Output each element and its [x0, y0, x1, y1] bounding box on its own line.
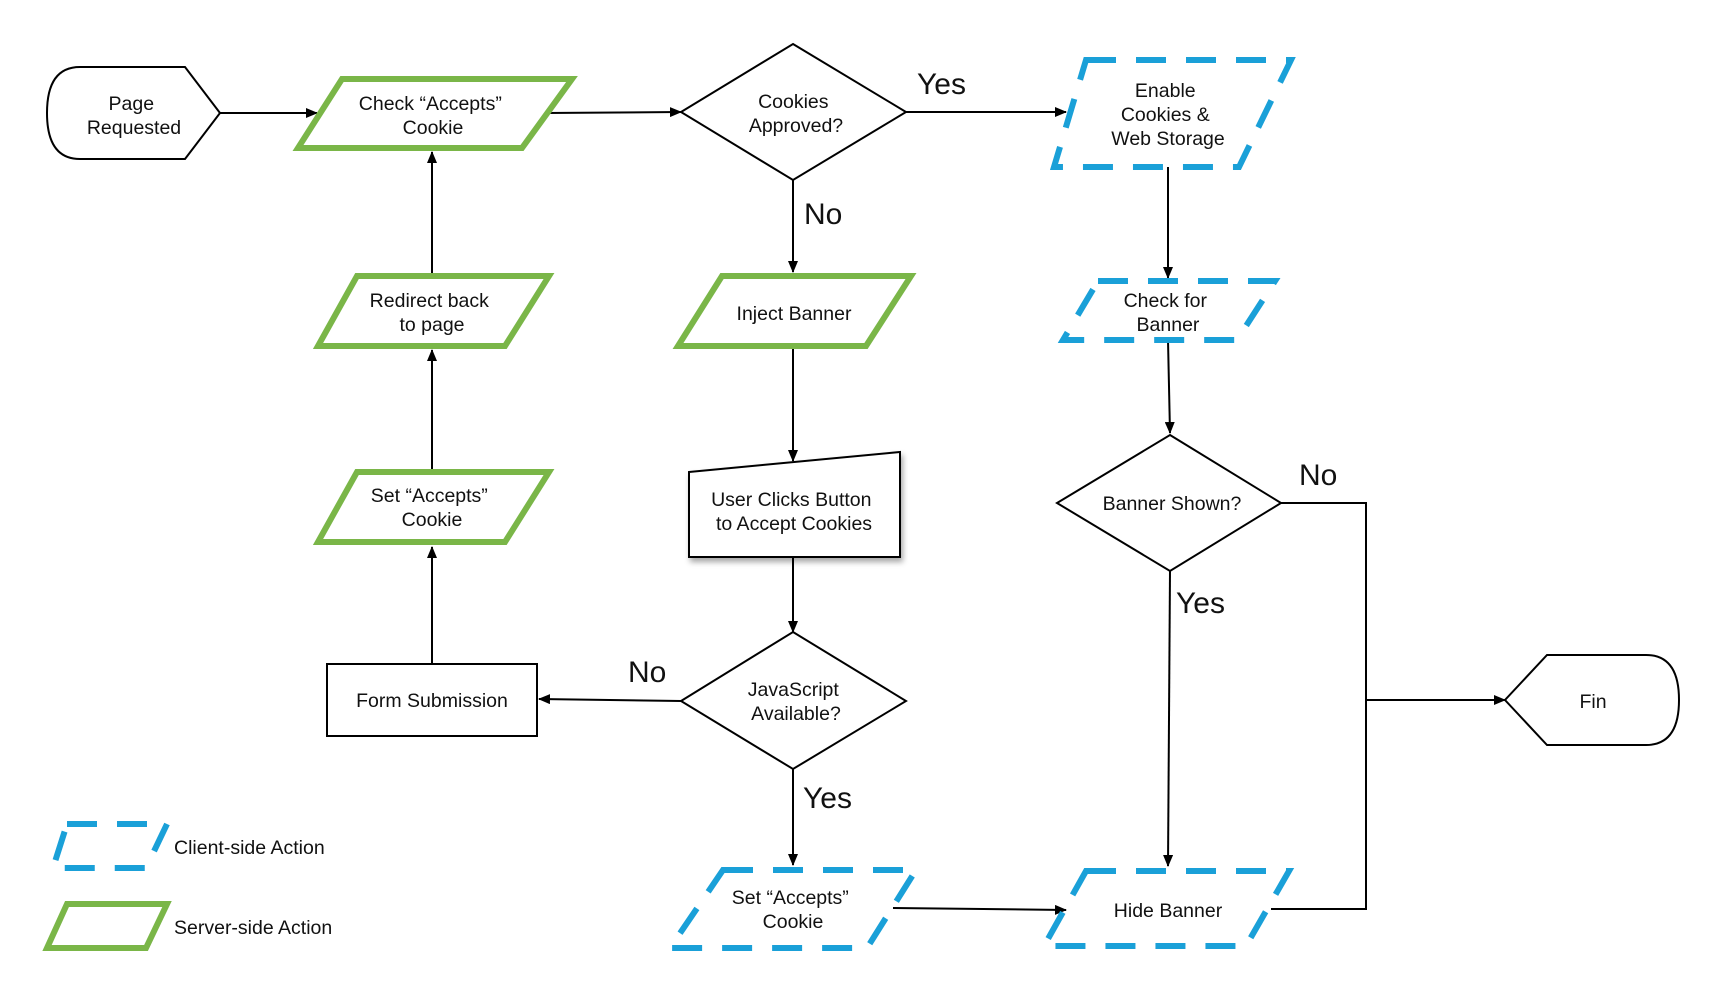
node-redirect-back: Redirect back to page: [312, 273, 555, 349]
edge-check-to-approved: [545, 107, 682, 118]
decision-diamond: [679, 630, 908, 771]
js-available-line2: Available?: [751, 703, 841, 725]
server-parallelogram: [292, 76, 578, 151]
user-clicks-line2: to Accept Cookies: [716, 513, 872, 535]
process-box: [326, 663, 538, 737]
node-check-accepts-cookie: Check “Accepts” Cookie: [292, 76, 578, 151]
svg-text:User Clicks Button to Ac: User Clicks Button to Accept Cookies: [711, 489, 877, 535]
svg-text:Redirect back to page: Redirect back to page: [370, 290, 495, 336]
set-accepts-server-line1: Set “Accepts”: [371, 485, 488, 507]
label-js-yes: Yes: [803, 782, 852, 815]
node-javascript-available: JavaScript Available?: [679, 630, 908, 771]
server-parallelogram: [312, 273, 555, 349]
label-js-no: No: [628, 656, 666, 689]
check-accepts-line2: Cookie: [403, 117, 464, 139]
page-requested-line1: Page: [109, 93, 155, 115]
node-user-clicks-button: User Clicks Button to Accept Cookies: [688, 450, 901, 558]
node-form-submission: Form Submission: [326, 663, 538, 737]
enable-cookies-line1: Enable: [1135, 80, 1196, 102]
edge-labels: Yes No No Yes No Yes: [628, 68, 1337, 815]
svg-text:Inject Banner: Inject Banner: [737, 303, 852, 325]
node-enable-cookies: Enable Cookies & Web Storage: [1049, 57, 1296, 170]
client-parallelogram: [1038, 868, 1295, 949]
js-available-line1: JavaScript: [748, 679, 840, 701]
svg-text:Enable Cookies & W: Enable Cookies & Web Storage: [1111, 80, 1224, 150]
legend-client-label: Client-side Action: [174, 837, 325, 859]
svg-text:JavaScript Available?: JavaScript Available?: [748, 679, 844, 725]
manual-input-shape: [688, 450, 901, 558]
banner-shown-line1: Banner Shown?: [1103, 493, 1242, 515]
label-banner-yes: Yes: [1176, 587, 1225, 620]
form-submission-line1: Form Submission: [356, 690, 508, 712]
inject-banner-line1: Inject Banner: [737, 303, 852, 325]
cookies-approved-line1: Cookies: [758, 91, 829, 113]
label-banner-no: No: [1299, 459, 1337, 492]
client-parallelogram: [1049, 57, 1296, 170]
node-page-requested: Page Requested: [45, 66, 222, 160]
client-parallelogram: [664, 867, 922, 951]
server-parallelogram: [312, 469, 555, 545]
edge-banner-yes: [1163, 570, 1174, 867]
node-cookies-approved: Cookies Approved?: [679, 42, 908, 182]
enable-cookies-line2: Cookies &: [1121, 104, 1210, 126]
edge-setclient-to-hide: [892, 904, 1067, 915]
legend: Client-side Action Server-side Action: [42, 821, 332, 951]
hide-banner-label: Hide Banner: [1114, 900, 1223, 922]
redirect-back-line1: Redirect back: [370, 290, 489, 312]
edges: [220, 107, 1506, 915]
node-banner-shown: Banner Shown?: [1055, 433, 1283, 573]
decision-diamond: [679, 42, 908, 182]
decision-diamond: [1055, 433, 1283, 573]
cookies-approved-line2: Approved?: [749, 115, 843, 137]
set-accepts-server-line2: Cookie: [402, 509, 463, 531]
edge-js-no: [538, 694, 682, 705]
node-set-accepts-client: Set “Accepts” Cookie: [664, 867, 922, 951]
legend-server-label: Server-side Action: [174, 917, 332, 939]
node-fin: Fin: [1503, 654, 1681, 746]
user-clicks-line1: User Clicks Button: [711, 489, 871, 511]
svg-text:Banner Shown?: Banner Shown?: [1103, 493, 1242, 515]
set-accepts-client-line1: Set “Accepts”: [732, 887, 849, 909]
page-requested-line2: Requested: [87, 117, 181, 139]
label-approved-no: No: [804, 198, 842, 231]
svg-text:Fin: Fin: [1579, 691, 1606, 713]
check-for-banner-line1: Check for: [1124, 290, 1208, 312]
node-hide-banner: Hide Banner: [1038, 868, 1295, 949]
node-check-for-banner: Check for Banner: [1057, 278, 1281, 343]
svg-text:Check for Banner: Check for Banner: [1124, 290, 1213, 336]
redirect-back-line2: to page: [399, 314, 464, 336]
terminator-shape: [45, 66, 222, 160]
svg-text:Page Requested: Page Requested: [87, 93, 181, 139]
node-set-accepts-server: Set “Accepts” Cookie: [312, 469, 555, 545]
fin-label: Fin: [1579, 691, 1606, 713]
svg-text:Check “Accepts” Cookie: Check “Accepts” Cookie: [359, 93, 507, 139]
client-parallelogram: [1057, 278, 1281, 343]
svg-text:Cookies Approved?: Cookies Approved?: [749, 91, 843, 137]
check-for-banner-line2: Banner: [1137, 314, 1200, 336]
label-approved-yes: Yes: [917, 68, 966, 101]
terminator-shape: [1503, 654, 1681, 746]
edge-hide-to-merge: [1271, 700, 1367, 910]
edge-banner-no: [1281, 502, 1367, 700]
svg-text:Hide Banner: Hide Banner: [1114, 900, 1223, 922]
svg-text:Form Submission: Form Submission: [356, 690, 508, 712]
enable-cookies-line3: Web Storage: [1111, 128, 1224, 150]
legend-client-swatch: [48, 821, 172, 871]
node-inject-banner: Inject Banner: [672, 273, 917, 349]
svg-text:Set “Accepts” Cookie: Set “Accepts” Cookie: [732, 887, 854, 933]
set-accepts-client-line2: Cookie: [763, 911, 824, 933]
svg-text:Set “Accepts” Cookie: Set “Accepts” Cookie: [371, 485, 493, 531]
check-accepts-line1: Check “Accepts”: [359, 93, 502, 115]
server-parallelogram: [672, 273, 917, 349]
legend-server-swatch: [42, 901, 172, 951]
edge-checkbanner-to-bannershown: [1164, 339, 1175, 434]
